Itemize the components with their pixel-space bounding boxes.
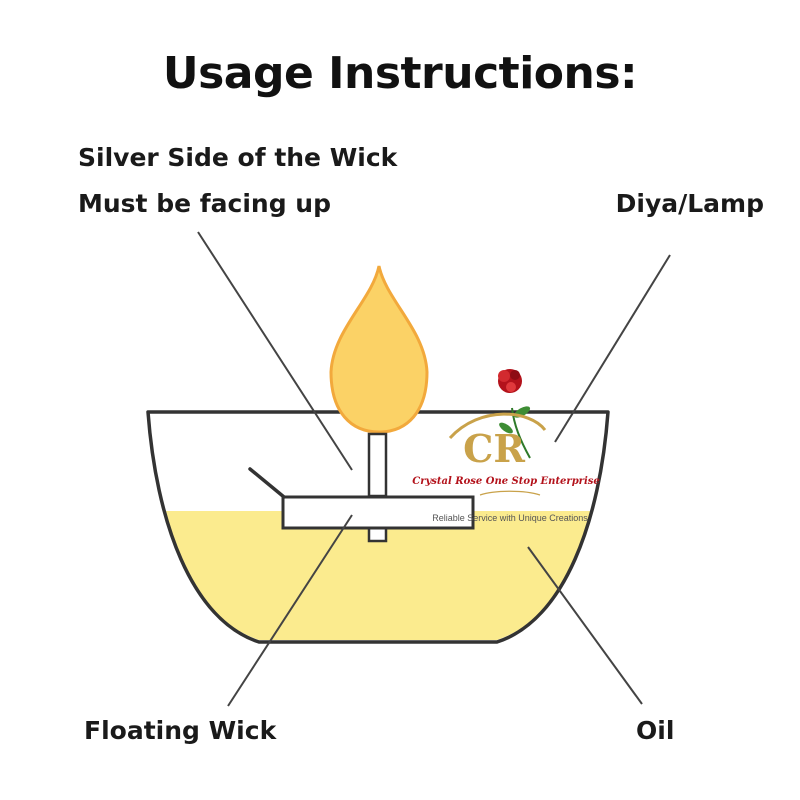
oil-fill: [166, 511, 590, 640]
flame-icon: [329, 265, 429, 434]
label-silver-side-line1: Silver Side of the Wick: [78, 143, 398, 172]
wick-stem: [367, 432, 388, 498]
label-oil: Oil: [636, 716, 675, 745]
logo-company-name: Crystal Rose One Stop Enterprise: [412, 476, 600, 487]
wick-bottom-tab: [367, 526, 388, 543]
rose-icon: [498, 369, 531, 459]
leader-line-silver-side: [197, 231, 353, 471]
leader-line-oil: [527, 546, 643, 705]
watermark-logo: CR Crystal Rose One Stop Enterprise Reli…: [412, 369, 600, 523]
floating-wick-bar: [281, 495, 475, 530]
logo-monogram: CR: [463, 426, 525, 471]
page-title: Usage Instructions:: [162, 48, 638, 99]
label-diya-lamp: Diya/Lamp: [615, 189, 764, 218]
label-floating-wick: Floating Wick: [84, 716, 277, 745]
label-silver-side-line2: Must be facing up: [78, 189, 331, 218]
leader-line-floating-wick: [227, 514, 353, 707]
leader-line-diya: [554, 254, 671, 443]
wick-angled-tab: [248, 467, 286, 499]
logo-tagline: Reliable Service with Unique Creations: [432, 513, 588, 523]
diya-bowl: [146, 410, 610, 644]
